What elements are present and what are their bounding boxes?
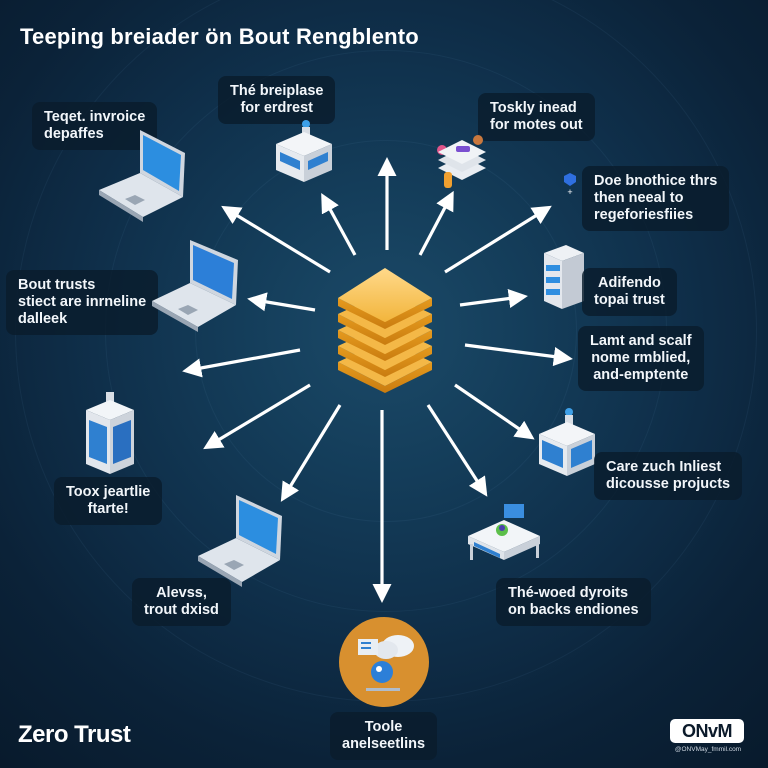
page-title: Teeping breiader ön Bout Rengblento (20, 24, 419, 49)
arrow-to-n8 (203, 383, 311, 450)
label-line: Toskly inead (490, 100, 577, 116)
label-line: dicousse projucts (606, 476, 731, 492)
arrow-to-n11 (426, 404, 488, 497)
label-line: stiect are inrneline (18, 294, 147, 310)
node-label-n2: Thé breiplase for erdrest (218, 76, 336, 124)
arrow-to-n5 (247, 292, 316, 312)
node-label-n5: Bout trusts stiect are inrneline dalleek (6, 270, 159, 335)
arrow-to-n1 (221, 205, 331, 274)
label-line: for erdrest (240, 100, 313, 116)
publisher-handle: @ONVMay_fmmil.com (674, 746, 742, 753)
node-label-n1: Teqet. invroice depaffes (32, 102, 158, 150)
arrow-to-n6 (459, 288, 528, 308)
arrow-to-n9 (454, 383, 535, 440)
label-line: Thé breiplase (230, 83, 324, 99)
label-line: Toole (364, 719, 403, 735)
label-line: Care zuch Inliest (606, 459, 722, 475)
label-line: Alevss, (156, 585, 207, 601)
label-line: Bout trusts (18, 277, 96, 293)
server-box-icon (539, 408, 595, 476)
cloud-analytics-icon (339, 617, 429, 707)
label-line: topai trust (594, 292, 665, 308)
brand-wordmark: Zero Trust (18, 721, 131, 748)
server-rack-icon (544, 245, 584, 309)
shield-badge-icon: + (564, 173, 576, 197)
label-line: Thé-woed dyroits (508, 585, 629, 601)
arrow-to-n7 (464, 343, 573, 367)
laptop-icon (99, 130, 185, 222)
laptop-icon (152, 240, 238, 332)
stacked-platform-icon (437, 135, 486, 188)
arrow-to-left (182, 348, 301, 378)
label-line: for motes out (490, 117, 583, 133)
server-box-icon (276, 120, 332, 182)
arrow-to-n3 (418, 190, 454, 256)
stacked-layers-icon (338, 268, 432, 393)
node-label-n7: Lamt and scalf nome rmblied, and-emptent… (578, 326, 704, 391)
label-line: on backs endiones (508, 602, 639, 618)
label-line: dalleek (18, 311, 68, 327)
node-label-n8: Toox jeartlie ftarte! (54, 477, 163, 525)
label-line: then neeal to (594, 190, 684, 206)
arrow-to-n4 (444, 205, 552, 274)
label-line: nome rmblied, (591, 350, 691, 366)
label-line: Toox jeartlie (66, 484, 151, 500)
label-line: Lamt and scalf (590, 333, 692, 349)
label-line: regeforiesfiies (594, 207, 694, 223)
label-line: depaffes (44, 126, 104, 142)
label-line: anelseetlins (342, 736, 426, 752)
node-label-n3: Toskly inead for motes out (478, 93, 595, 141)
label-line: Adifendo (598, 275, 661, 291)
node-label-n12: Toole anelseetlins (330, 712, 438, 760)
node-label-n6: Adifendo topai trust (582, 268, 677, 316)
node-label-n10: Alevss, trout dxisd (132, 578, 231, 626)
node-label-n11: Thé-woed dyroits on backs endiones (496, 578, 651, 626)
svg-text:+: + (567, 187, 572, 197)
server-tower-icon (86, 392, 134, 474)
label-line: and-emptente (593, 367, 689, 383)
label-line: trout dxisd (144, 602, 219, 618)
label-line: Doe bnothice thrs (594, 173, 718, 189)
workstation-desk-icon (468, 504, 540, 560)
publisher-logo: ONvM (670, 719, 744, 743)
node-label-n4: Doe bnothice thrs then neeal to regefori… (582, 166, 730, 231)
arrow-to-n2 (321, 192, 357, 256)
laptop-icon (198, 495, 282, 587)
label-line: ftarte! (87, 501, 129, 517)
node-label-n9: Care zuch Inliest dicousse projucts (594, 452, 743, 500)
label-line: Teqet. invroice (44, 109, 146, 125)
arrow-to-n10 (280, 404, 342, 502)
